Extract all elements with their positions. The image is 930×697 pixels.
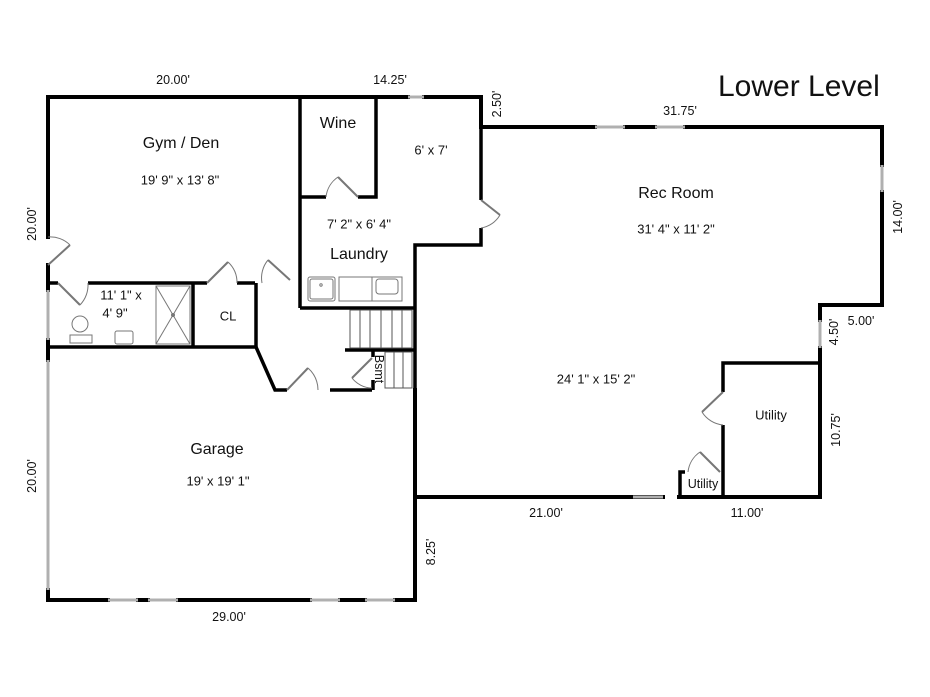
room-garage-dimensions: 19' x 19' 1" — [186, 473, 250, 489]
door-closet-2 — [261, 259, 291, 284]
dim-step: 2.50' — [490, 90, 504, 118]
dim-top-left: 20.00' — [156, 73, 190, 87]
room-laundry-dimensions: 7' 2" x 6' 4" — [326, 216, 392, 232]
room-rec-room-name: Rec Room — [638, 185, 714, 202]
room-utility-large-name: Utility — [755, 407, 787, 423]
room-rec-room-dimensions: 31' 4" x 11' 2" — [637, 221, 715, 237]
dim-top-right: 31.75' — [663, 104, 697, 118]
dim-right-upper: 14.00' — [891, 200, 905, 234]
laundry-sink-icon — [307, 276, 336, 302]
bath-sink-icon — [114, 330, 134, 345]
door-wine — [325, 176, 359, 198]
dim-bottom-middle: 21.00' — [529, 506, 563, 520]
room-gym-den-name: Gym / Den — [142, 135, 220, 152]
door-garage — [286, 367, 319, 391]
dim-garage-right: 8.25' — [424, 538, 438, 566]
dim-right-notch-horizontal: 5.00' — [847, 314, 875, 328]
door-closet-1 — [206, 261, 238, 284]
page-title: Lower Level — [718, 70, 880, 103]
dim-garage-bottom: 29.00' — [212, 610, 246, 624]
windows — [46, 95, 884, 602]
room-basement-stairs-name: Bsmt — [372, 354, 386, 384]
room-laundry-name: Laundry — [330, 246, 388, 263]
room-gym-den-dimensions: 19' 9" x 13' 8" — [140, 172, 220, 188]
dim-right-lower: 10.75' — [829, 413, 843, 447]
toilet-icon — [69, 315, 93, 344]
fixtures — [69, 276, 403, 345]
dim-left-lower: 20.00' — [25, 459, 39, 493]
door-bsmt — [351, 357, 373, 389]
room-hall-dimensions: 6' x 7' — [414, 142, 448, 158]
room-bath-dimensions-line1: 11' 1" x — [100, 287, 142, 303]
room-wine-name: Wine — [319, 115, 357, 132]
door-utility-large — [701, 391, 724, 426]
dim-right-notch-vertical: 4.50' — [827, 318, 841, 346]
door-hall-rec — [480, 199, 501, 229]
shower-icon — [155, 285, 191, 345]
exterior-walls — [46, 95, 884, 602]
dryer-icon — [371, 276, 403, 302]
room-closet-name: CL — [219, 308, 237, 324]
room-garage-name: Garage — [190, 441, 244, 458]
room-rec-lower-dimensions: 24' 1" x 15' 2" — [556, 371, 636, 387]
dim-left-upper: 20.00' — [25, 207, 39, 241]
doors — [47, 176, 724, 473]
dim-bottom-right: 11.00' — [730, 506, 764, 520]
interior-walls — [48, 95, 820, 497]
room-utility-small-name: Utility — [687, 477, 719, 491]
dim-top-middle: 14.25' — [373, 73, 407, 87]
room-bath-dimensions-line2: 4' 9" — [102, 305, 128, 321]
washer-icon — [338, 276, 373, 302]
door-bath — [57, 282, 89, 306]
door-utility-small — [687, 451, 721, 473]
stairs — [349, 309, 413, 389]
door-gym-exterior — [47, 236, 71, 266]
